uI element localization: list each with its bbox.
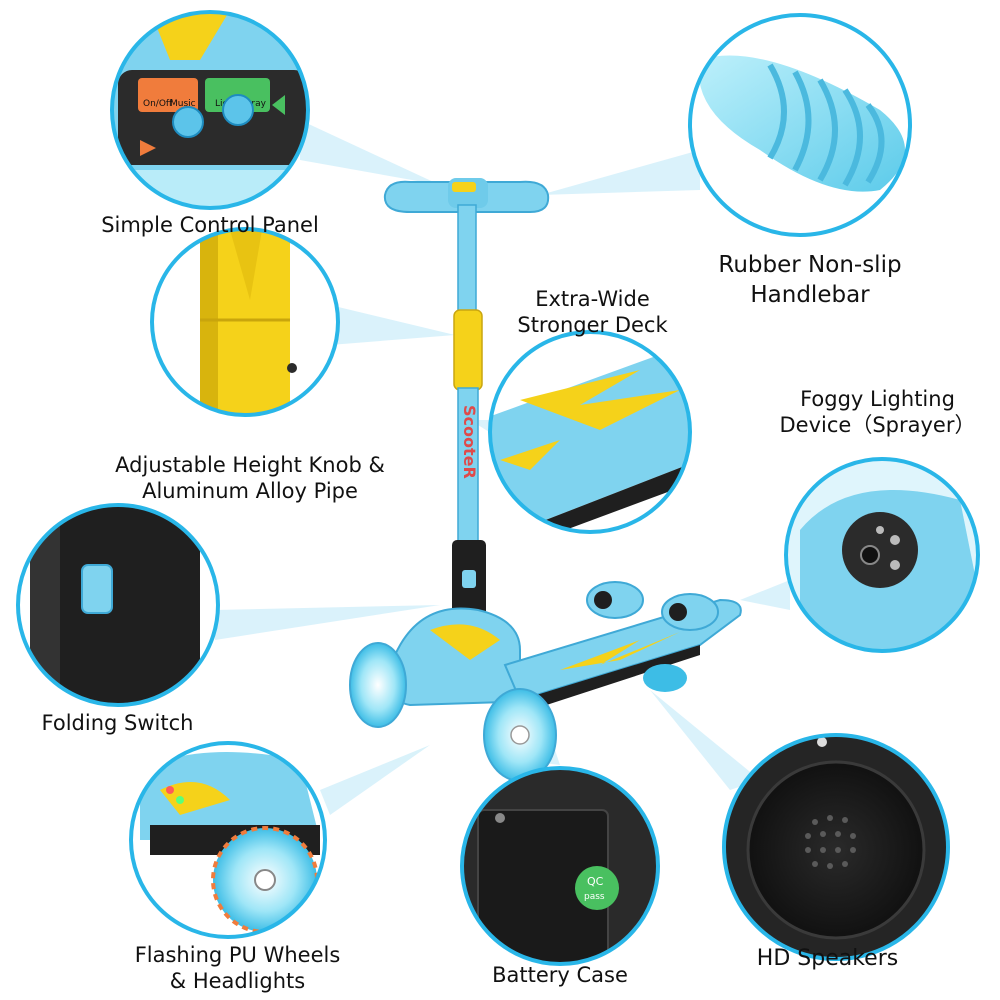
panel-left-button [172, 106, 204, 138]
label-hd-speakers: HD Speakers [756, 946, 899, 971]
scooter: ScooteR [349, 178, 742, 782]
speaker-circle [722, 733, 950, 961]
panel-onoff-label: On/Off [143, 99, 173, 109]
label-control-panel: Simple Control Panel [101, 213, 319, 237]
wheel-circle [129, 741, 327, 939]
label-handlebar: Rubber Non-slip Handlebar [718, 252, 902, 308]
callout-beams [215, 120, 790, 815]
folding-switch-circle [16, 503, 220, 707]
label-height-knob: Adjustable Height Knob & Aluminum Alloy … [115, 453, 385, 503]
label-battery-case: Battery Case [492, 963, 628, 987]
battery-case-circle: QC pass [460, 766, 660, 966]
qc-pass-label: pass [584, 892, 605, 902]
label-wheels: Flashing PU Wheels & Headlights [134, 943, 341, 993]
panel-music-label: Music [170, 99, 196, 109]
control-panel-circle: On/Off Music Light Spray [110, 10, 310, 210]
label-foggy-device: Foggy Lighting Device（Sprayer） [779, 387, 976, 437]
label-folding-switch: Folding Switch [41, 711, 194, 735]
deck-circle [488, 330, 692, 534]
handlebar-circle [688, 13, 912, 237]
sprayer-circle [784, 457, 980, 653]
label-deck: Extra-Wide Stronger Deck [517, 287, 668, 337]
qc-label: QC [587, 875, 604, 888]
panel-spray-label: Spray [240, 99, 267, 109]
panel-right-button [222, 94, 254, 126]
stem-brand-text: ScooteR [460, 405, 479, 479]
height-knob-circle [150, 227, 340, 417]
